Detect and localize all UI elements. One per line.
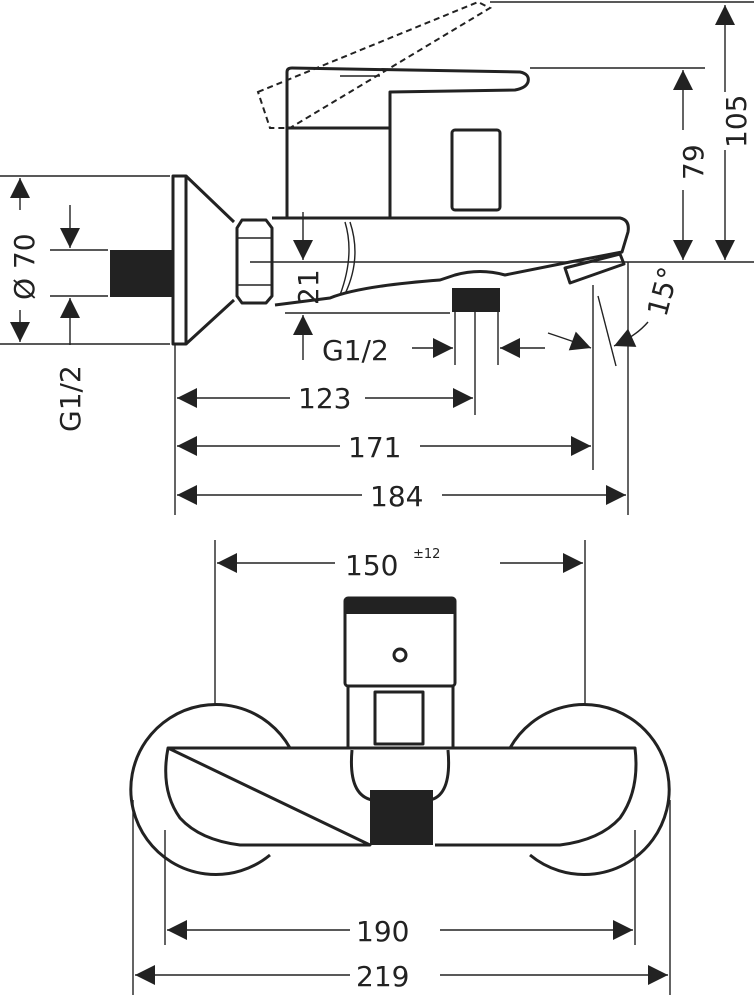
angle-line — [597, 295, 617, 367]
dim-123: 123 — [298, 382, 351, 415]
dim-inlet-thread: G1/2 — [54, 365, 87, 432]
dim-21: 21 — [292, 269, 325, 305]
dim-171: 171 — [348, 431, 401, 464]
dim-219: 219 — [356, 960, 409, 993]
left-wall-rose — [129, 703, 292, 876]
diverter-top — [373, 690, 425, 746]
flange-cone — [184, 174, 236, 346]
dim-79: 79 — [677, 144, 710, 180]
lever-cap-top — [345, 598, 455, 614]
angle-arrow — [613, 321, 649, 347]
mixer-column-top — [346, 686, 455, 748]
dim-150: 150 — [345, 549, 398, 582]
dim-105: 105 — [720, 95, 753, 148]
side-view: 105 79 Ø 70 G1/2 21 G1/2 15° 123 — [0, 0, 754, 515]
outlet-thread — [452, 288, 500, 312]
dim-184: 184 — [370, 480, 423, 513]
lever-alt-position — [256, 0, 493, 129]
connection-nut — [235, 218, 274, 305]
diverter-knob — [450, 128, 502, 212]
spout-deflector — [563, 252, 626, 285]
dim-diameter-70: Ø 70 — [8, 233, 41, 300]
body-contour-line — [344, 221, 356, 295]
wall-flange — [171, 174, 188, 346]
inlet-thread — [110, 250, 173, 297]
spout-outlet-outline — [349, 749, 451, 802]
dim-150-tolerance: ±12 — [413, 547, 440, 562]
outlet-thread-top — [370, 790, 433, 845]
right-wall-rose — [508, 703, 671, 876]
angle-arrow — [547, 331, 592, 351]
indicator-dot — [392, 647, 408, 663]
mixer-column — [285, 126, 392, 220]
top-view: 150 ±12 190 219 — [129, 540, 671, 995]
dim-190: 190 — [356, 915, 409, 948]
body-contour-line — [339, 221, 350, 296]
mixer-body — [272, 216, 630, 307]
lever — [285, 66, 530, 128]
dim-outlet-thread: G1/2 — [322, 334, 389, 367]
dim-angle-15: 15° — [641, 263, 686, 319]
mixer-body-top — [164, 746, 638, 847]
